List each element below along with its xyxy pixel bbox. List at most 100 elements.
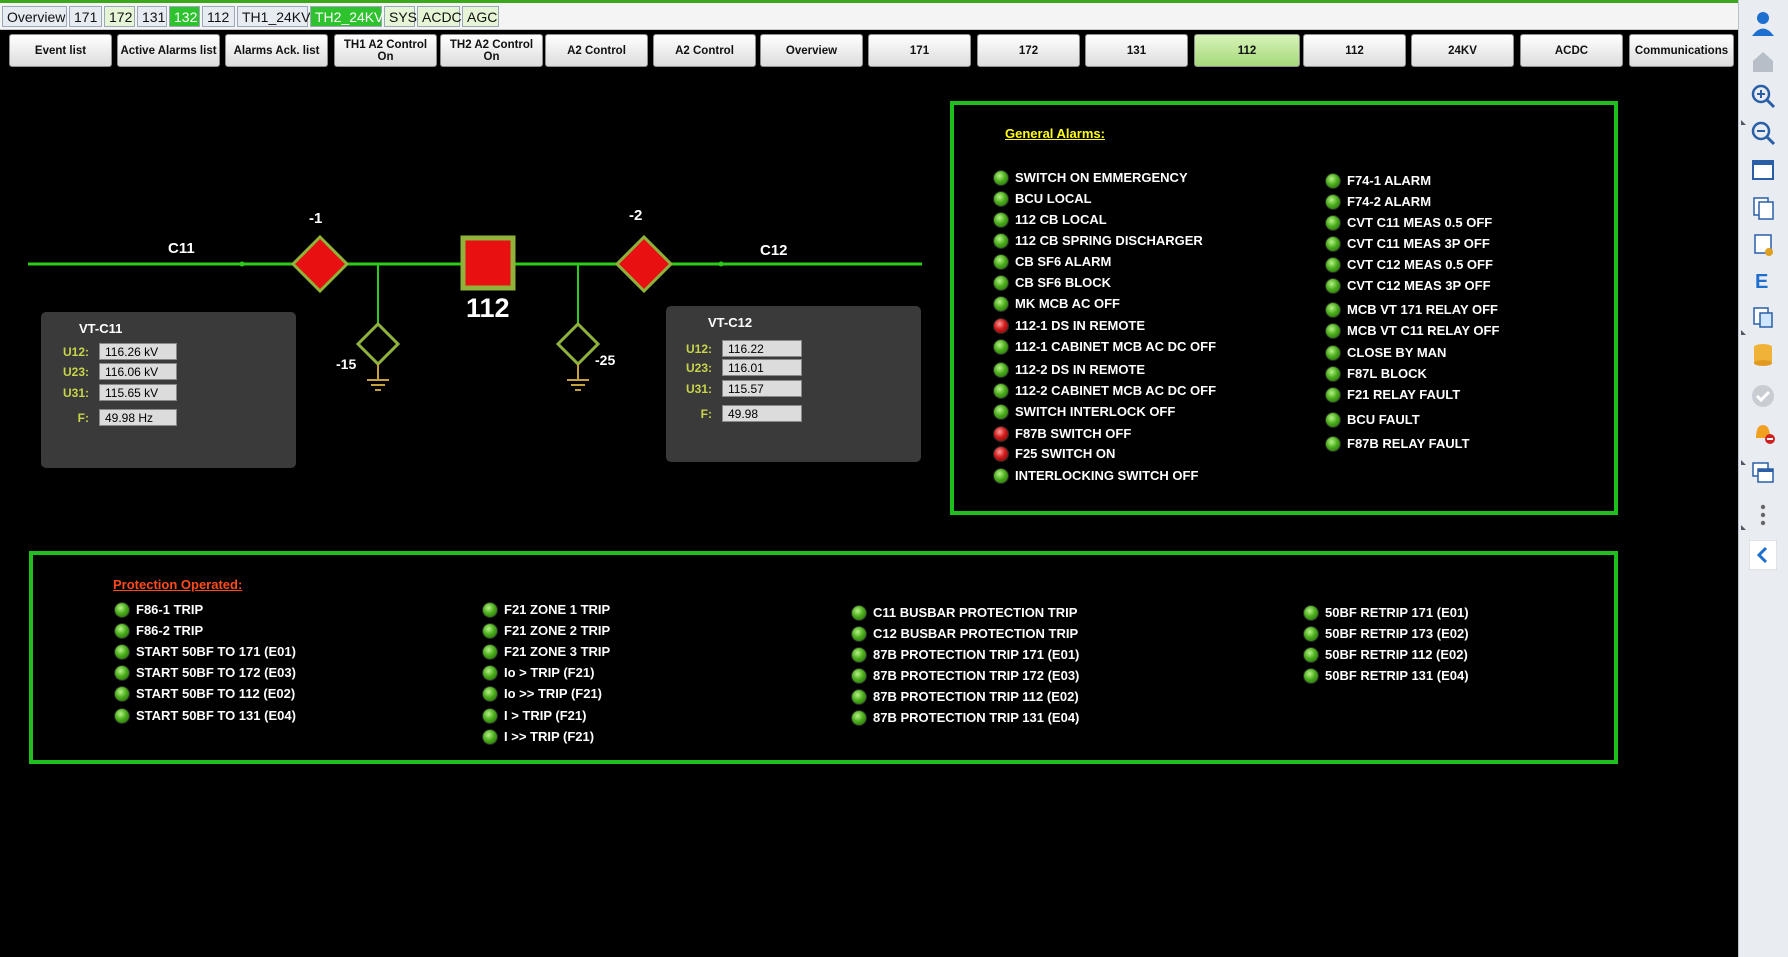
disconnector-1-symbol[interactable] bbox=[290, 234, 350, 294]
fit-screen-icon[interactable] bbox=[1748, 155, 1778, 185]
circuit-breaker-112-symbol[interactable] bbox=[460, 235, 516, 291]
general-alarm-item: MCB VT C11 RELAY OFF bbox=[1325, 321, 1499, 340]
pages-icon[interactable] bbox=[1748, 193, 1778, 223]
nav-button-131-10[interactable]: 131 bbox=[1085, 34, 1188, 67]
status-led-icon bbox=[993, 317, 1009, 334]
nav-button-th2-a2-control-on-4[interactable]: TH2 A2 Control On bbox=[440, 34, 543, 67]
status-led-icon bbox=[1325, 172, 1341, 189]
nav-button-a2-control-6[interactable]: A2 Control bbox=[653, 34, 756, 67]
tab-132[interactable]: 132 bbox=[169, 6, 200, 27]
nav-button-24kv-13[interactable]: 24KV bbox=[1411, 34, 1514, 67]
general-alarm-label: 112-2 CABINET MCB AC DC OFF bbox=[1015, 383, 1217, 398]
vt-c11-u12-label: U12: bbox=[62, 345, 89, 359]
protection-alarm-item: 50BF RETRIP 173 (E02) bbox=[1303, 624, 1469, 643]
nav-button-a2-control-5[interactable]: A2 Control bbox=[545, 34, 648, 67]
status-led-icon bbox=[114, 622, 130, 639]
tab-th1-24kv[interactable]: TH1_24KV bbox=[237, 6, 310, 27]
protection-alarm-item: F21 ZONE 2 TRIP bbox=[482, 621, 610, 640]
general-alarm-label: MCB VT 171 RELAY OFF bbox=[1347, 302, 1498, 317]
home-icon[interactable] bbox=[1748, 46, 1778, 76]
nav-button-171-8[interactable]: 171 bbox=[868, 34, 971, 67]
protection-alarm-label: Io >> TRIP (F21) bbox=[504, 686, 603, 701]
general-alarm-label: F25 SWITCH ON bbox=[1015, 446, 1116, 461]
tab-sys[interactable]: SYS bbox=[384, 6, 417, 27]
status-led-icon bbox=[482, 622, 498, 639]
nav-button-acdc-14[interactable]: ACDC bbox=[1520, 34, 1623, 67]
vt-c12-f-label: F: bbox=[700, 407, 712, 421]
nav-button-overview-7[interactable]: Overview bbox=[760, 34, 863, 67]
status-led-icon bbox=[1325, 386, 1341, 403]
nav-button-event-list-0[interactable]: Event list bbox=[9, 34, 112, 67]
windows-icon[interactable] bbox=[1748, 458, 1778, 488]
protection-alarm-label: 87B PROTECTION TRIP 172 (E03) bbox=[873, 668, 1080, 683]
general-alarm-label: F87B RELAY FAULT bbox=[1347, 436, 1470, 451]
general-alarm-label: CB SF6 ALARM bbox=[1015, 254, 1112, 269]
alarm-bell-icon[interactable] bbox=[1748, 417, 1778, 447]
tab-172[interactable]: 172 bbox=[104, 6, 135, 27]
protection-alarm-item: C12 BUSBAR PROTECTION TRIP bbox=[851, 624, 1078, 643]
tab-171[interactable]: 171 bbox=[69, 6, 102, 27]
general-alarm-item: 112 CB SPRING DISCHARGER bbox=[993, 231, 1203, 250]
nav-button-active-alarms-list-1[interactable]: Active Alarms list bbox=[117, 34, 220, 67]
collapse-icon[interactable] bbox=[1748, 540, 1778, 570]
status-led-icon bbox=[993, 295, 1009, 312]
acknowledge-icon[interactable] bbox=[1748, 381, 1778, 411]
status-led-icon bbox=[993, 190, 1009, 207]
general-alarm-item: INTERLOCKING SWITCH OFF bbox=[993, 466, 1198, 485]
vt-c11-u23-label: U23: bbox=[62, 365, 89, 379]
general-alarm-label: SWITCH ON EMMERGENCY bbox=[1015, 170, 1188, 185]
single-line-diagram: C11 C12 -1 -2 112 -15 -25 VT-C11 U12: 11… bbox=[0, 80, 940, 480]
status-led-icon bbox=[851, 625, 867, 642]
nav-button-alarms-ack-list-2[interactable]: Alarms Ack. list bbox=[225, 34, 328, 67]
zoom-out-icon[interactable] bbox=[1748, 118, 1778, 148]
tab-131[interactable]: 131 bbox=[137, 6, 167, 27]
nav-button-communications-15[interactable]: Communications bbox=[1629, 34, 1734, 67]
user-icon[interactable] bbox=[1748, 8, 1778, 38]
database-icon[interactable] bbox=[1748, 339, 1778, 369]
general-alarm-item: F87B RELAY FAULT bbox=[1325, 434, 1470, 453]
more-icon[interactable] bbox=[1748, 500, 1778, 530]
general-alarm-label: INTERLOCKING SWITCH OFF bbox=[1015, 468, 1199, 483]
tab-acdc[interactable]: ACDC bbox=[417, 6, 462, 27]
status-led-icon bbox=[482, 601, 498, 618]
copy-icon[interactable] bbox=[1748, 302, 1778, 332]
print-icon[interactable] bbox=[1748, 230, 1778, 260]
nav-button-th1-a2-control-on-3[interactable]: TH1 A2 Control On bbox=[334, 34, 437, 67]
general-alarm-label: MCB VT C11 RELAY OFF bbox=[1347, 323, 1500, 338]
status-led-icon bbox=[1325, 411, 1341, 428]
general-alarm-label: 112-2 DS IN REMOTE bbox=[1015, 362, 1146, 377]
disconnector-2-symbol[interactable] bbox=[614, 234, 674, 294]
protection-alarm-label: I >> TRIP (F21) bbox=[504, 729, 595, 744]
bus-label-c12: C12 bbox=[760, 242, 788, 259]
status-led-icon bbox=[851, 709, 867, 726]
export-icon[interactable]: E bbox=[1748, 265, 1778, 295]
protection-alarm-item: I >> TRIP (F21) bbox=[482, 727, 594, 746]
protection-alarm-label: C12 BUSBAR PROTECTION TRIP bbox=[873, 626, 1079, 641]
status-led-icon bbox=[851, 604, 867, 621]
vt-c12-u31-label: U31: bbox=[685, 382, 712, 396]
tab-overview[interactable]: Overview bbox=[2, 6, 67, 27]
nav-button-172-9[interactable]: 172 bbox=[977, 34, 1080, 67]
protection-alarm-item: Io >> TRIP (F21) bbox=[482, 684, 602, 703]
protection-alarm-item: START 50BF TO 112 (E02) bbox=[114, 684, 295, 703]
protection-alarm-label: Io > TRIP (F21) bbox=[504, 665, 595, 680]
status-led-icon bbox=[482, 643, 498, 660]
earth-switch-25-symbol[interactable] bbox=[555, 321, 601, 367]
earth-switch-15-symbol[interactable] bbox=[355, 321, 401, 367]
status-led-icon bbox=[993, 169, 1009, 186]
status-led-icon bbox=[1325, 435, 1341, 452]
status-led-icon bbox=[482, 664, 498, 681]
tab-agc[interactable]: AGC bbox=[462, 6, 499, 27]
protection-alarm-item: F21 ZONE 3 TRIP bbox=[482, 642, 610, 661]
general-alarm-label: 112-1 CABINET MCB AC DC OFF bbox=[1015, 339, 1217, 354]
general-alarm-label: F74-2 ALARM bbox=[1347, 194, 1432, 209]
toolbar-group-marker bbox=[1741, 330, 1746, 335]
disconnector-1-label: -1 bbox=[309, 210, 323, 227]
nav-button-112-12[interactable]: 112 bbox=[1303, 34, 1406, 67]
status-led-icon bbox=[1325, 277, 1341, 294]
tab-th2-24kv[interactable]: TH2_24KV bbox=[310, 6, 383, 27]
nav-button-112-11[interactable]: 112 bbox=[1194, 34, 1300, 67]
zoom-in-icon[interactable] bbox=[1748, 81, 1778, 111]
protection-alarm-label: START 50BF TO 172 (E03) bbox=[136, 665, 296, 680]
tab-112[interactable]: 112 bbox=[202, 6, 235, 27]
